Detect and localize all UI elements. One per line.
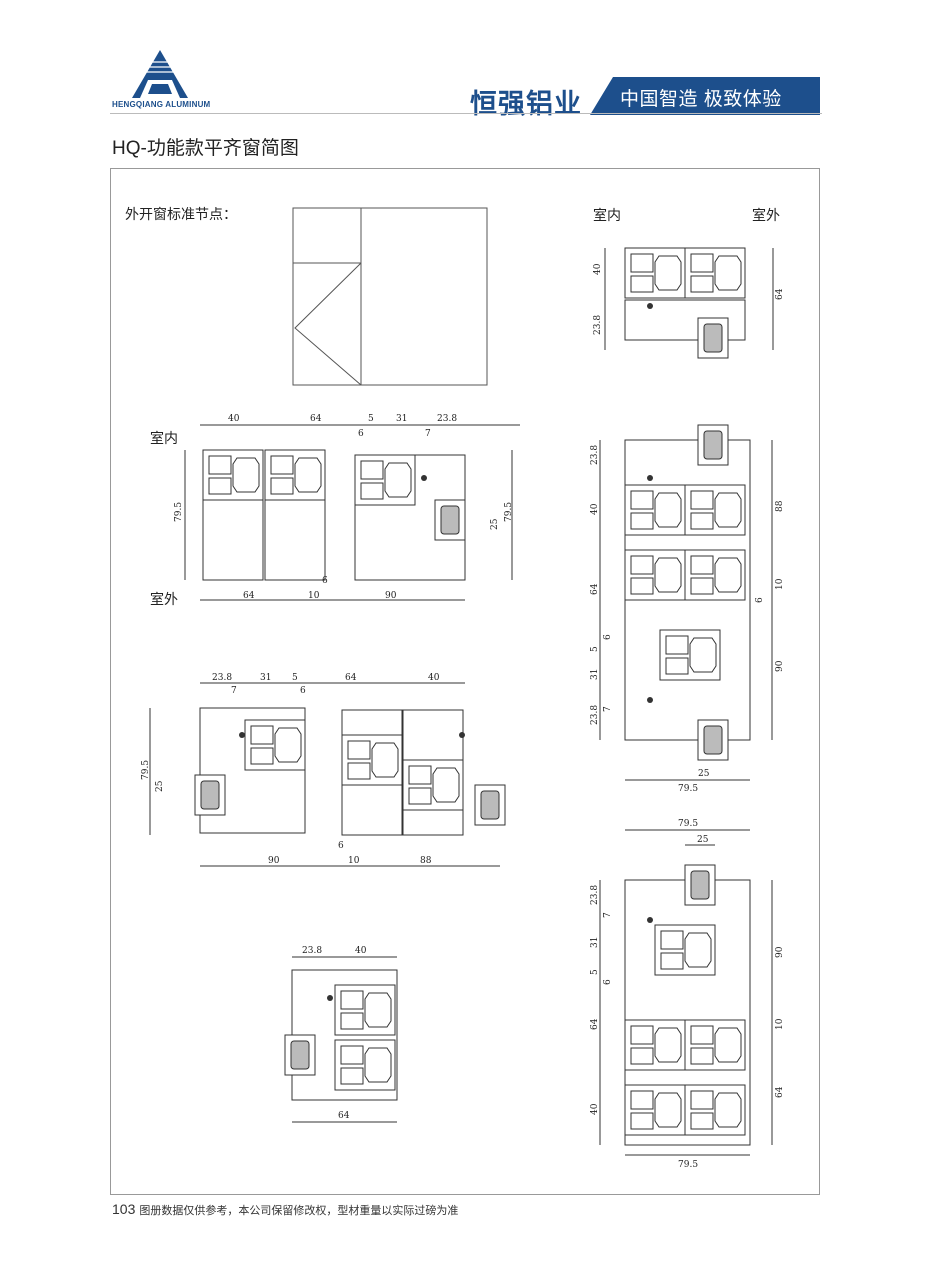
section-right-mid: 23.8 40 64 6 5 31 7 23.8 88 10 6 90 25 7… [590, 424, 785, 794]
svg-text:64: 64 [345, 673, 357, 683]
svg-text:31: 31 [590, 669, 600, 680]
svg-text:64: 64 [310, 414, 322, 424]
svg-text:23.8: 23.8 [593, 315, 603, 335]
svg-text:10: 10 [775, 1018, 785, 1030]
svg-text:25: 25 [698, 769, 710, 779]
svg-text:6: 6 [300, 686, 306, 696]
svg-text:79.5: 79.5 [678, 1160, 698, 1170]
svg-text:40: 40 [590, 1103, 600, 1115]
svg-text:6: 6 [322, 576, 328, 586]
slogan-band [590, 77, 820, 115]
svg-text:23.8: 23.8 [437, 414, 457, 424]
svg-text:88: 88 [420, 856, 432, 866]
header-divider [110, 113, 822, 114]
svg-text:90: 90 [775, 946, 785, 958]
svg-text:90: 90 [385, 591, 397, 601]
svg-text:79.5: 79.5 [678, 784, 698, 794]
section-right-low: 79.5 25 23.8 7 31 5 6 64 40 90 10 64 79.… [590, 819, 785, 1170]
page-title: HQ-功能款平齐窗简图 [112, 138, 299, 159]
svg-text:31: 31 [396, 414, 407, 424]
svg-text:23.8: 23.8 [590, 445, 600, 465]
svg-text:90: 90 [268, 856, 280, 866]
svg-text:7: 7 [603, 912, 613, 918]
svg-text:64: 64 [775, 1086, 785, 1098]
svg-text:64: 64 [338, 1111, 350, 1121]
svg-text:7: 7 [603, 706, 613, 712]
svg-text:40: 40 [428, 673, 440, 683]
svg-text:25: 25 [155, 780, 165, 792]
svg-text:40: 40 [228, 414, 240, 424]
logo-text: HENGQIANG ALUMINUM [112, 100, 211, 109]
svg-text:室内: 室内 [593, 207, 621, 224]
svg-text:64: 64 [590, 583, 600, 595]
svg-text:40: 40 [590, 503, 600, 515]
svg-text:5: 5 [590, 646, 600, 652]
section-small: 23.8 40 64 [284, 946, 398, 1123]
svg-text:6: 6 [755, 597, 765, 603]
svg-text:79.5: 79.5 [141, 760, 151, 780]
svg-text:室外: 室外 [752, 207, 780, 224]
svg-text:40: 40 [593, 263, 603, 275]
svg-text:64: 64 [775, 288, 785, 300]
section-bottom-left: 23.8 31 5 64 40 7 6 79.5 25 90 10 88 6 [141, 673, 506, 867]
svg-text:5: 5 [368, 414, 374, 424]
svg-text:25: 25 [697, 835, 709, 845]
svg-text:6: 6 [358, 429, 364, 439]
svg-text:79.5: 79.5 [174, 502, 184, 522]
elevation-label: 外开窗标准节点： [125, 206, 237, 223]
svg-text:23.8: 23.8 [302, 946, 322, 956]
svg-text:室外: 室外 [150, 591, 178, 608]
svg-text:79.5: 79.5 [504, 502, 514, 522]
svg-text:7: 7 [425, 429, 431, 439]
svg-text:5: 5 [292, 673, 298, 683]
svg-text:10: 10 [775, 578, 785, 590]
svg-text:6: 6 [603, 634, 613, 640]
svg-text:10: 10 [308, 591, 320, 601]
drawing-frame [110, 168, 820, 1195]
svg-text:23.8: 23.8 [590, 885, 600, 905]
svg-text:64: 64 [590, 1018, 600, 1030]
logo-mark [132, 50, 188, 98]
svg-text:5: 5 [590, 969, 600, 975]
page-number: 103 [112, 1201, 136, 1217]
svg-text:23.8: 23.8 [590, 705, 600, 725]
svg-text:88: 88 [775, 500, 785, 512]
svg-text:6: 6 [603, 979, 613, 985]
window-elevation [292, 207, 488, 386]
section-mid-left: 室内 室外 40 64 5 31 23.8 6 7 79.5 79.5 25 6… [150, 414, 520, 608]
svg-text:25: 25 [490, 518, 500, 530]
svg-text:23.8: 23.8 [212, 673, 232, 683]
svg-text:79.5: 79.5 [678, 819, 698, 829]
brand-name: 恒强铝业 [470, 89, 582, 119]
svg-text:6: 6 [338, 841, 344, 851]
svg-text:7: 7 [231, 686, 237, 696]
svg-text:31: 31 [260, 673, 271, 683]
svg-text:40: 40 [355, 946, 367, 956]
footer-note: 图册数据仅供参考，本公司保留修改权，型材重量以实际过磅为准 [139, 1205, 459, 1217]
svg-text:31: 31 [590, 937, 600, 948]
slogan: 中国智造 极致体验 [620, 89, 782, 110]
svg-text:90: 90 [775, 660, 785, 672]
section-top-right: 室内 室外 40 23.8 64 [593, 207, 785, 359]
svg-text:10: 10 [348, 856, 360, 866]
svg-text:64: 64 [243, 591, 255, 601]
svg-text:室内: 室内 [150, 430, 178, 447]
